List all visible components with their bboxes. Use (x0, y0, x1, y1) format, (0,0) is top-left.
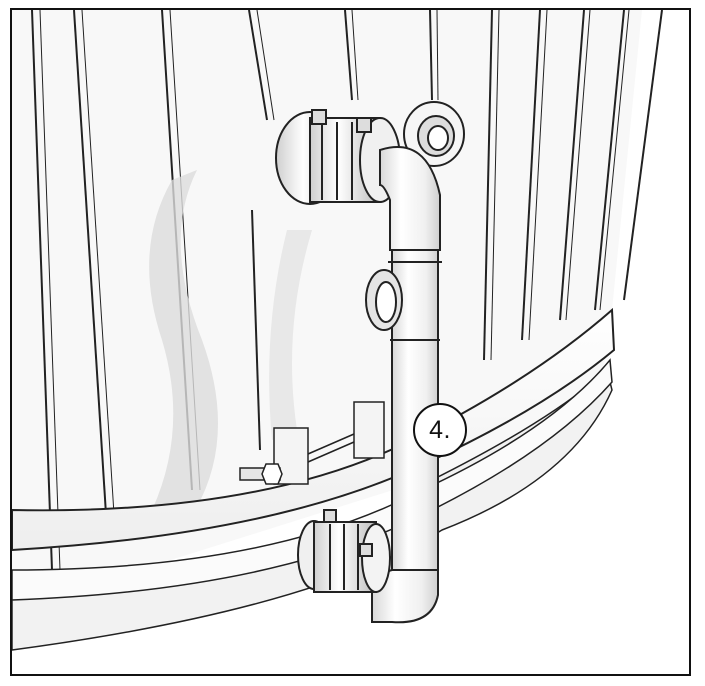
tee-port (366, 270, 402, 330)
figure-frame: 4. (10, 8, 691, 676)
step-number-callout: 4. (413, 403, 467, 457)
lower-coupler (298, 510, 390, 592)
hot-tub-plumbing-illustration (12, 10, 691, 676)
